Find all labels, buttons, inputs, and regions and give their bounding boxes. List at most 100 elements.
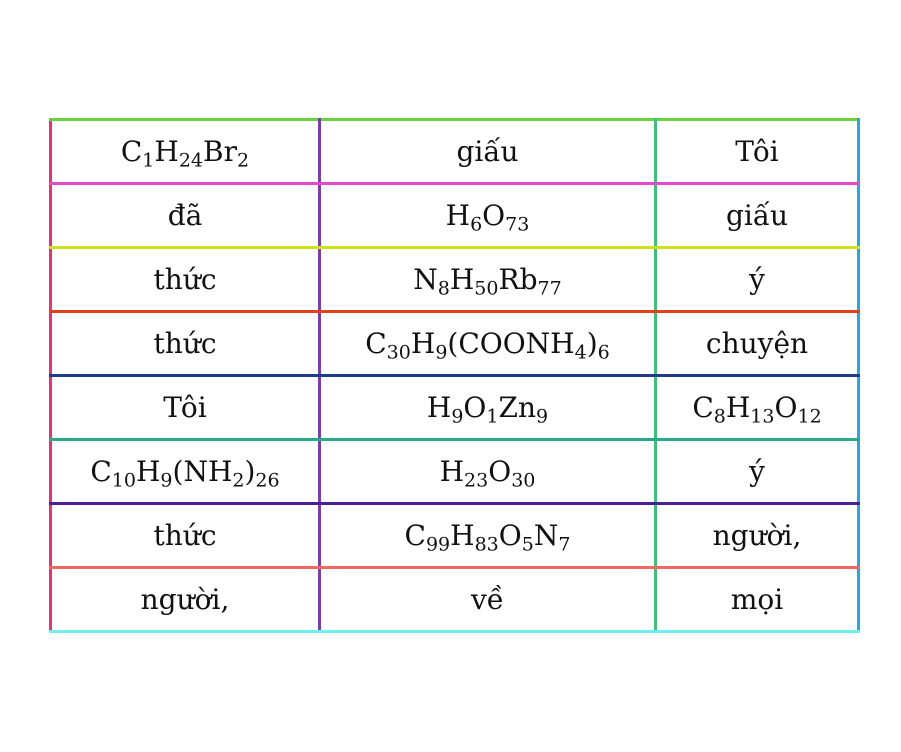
cell-subscript: 12 (797, 405, 822, 428)
table-cell: chuyện (654, 311, 860, 377)
table-cell: thức (49, 503, 321, 569)
cell-subscript: 73 (505, 213, 530, 236)
table-cell: người, (654, 503, 860, 569)
table-cell: ý (654, 439, 860, 505)
cell-subscript: 23 (464, 469, 489, 492)
cell-text: H (445, 199, 471, 232)
cell-text: O (774, 391, 798, 424)
cell-text: C (404, 519, 426, 552)
table-cell: C8H13O12 (654, 375, 860, 441)
table-cell: H9O1Zn9 (318, 375, 657, 441)
table-cell: H23O30 (318, 439, 657, 505)
cell-text: C (365, 327, 387, 360)
cell-subscript: 26 (255, 469, 280, 492)
cell-text: người, (140, 583, 230, 616)
cell-text: ) (586, 327, 598, 360)
table-cell: Tôi (654, 118, 860, 185)
table-cell: C10H9(NH2)26 (49, 439, 321, 505)
cell-text: N (533, 519, 559, 552)
cell-subscript: 9 (451, 405, 464, 428)
cell-text: về (470, 583, 505, 616)
cell-subscript: 9 (160, 469, 173, 492)
cell-subscript: 13 (750, 405, 775, 428)
cell-text: Tôi (163, 391, 207, 424)
cell-text: ) (244, 455, 256, 488)
table-cell: giấu (654, 183, 860, 249)
cell-subscript: 30 (386, 341, 411, 364)
cell-subscript: 6 (470, 213, 483, 236)
cell-subscript: 8 (713, 405, 726, 428)
cell-text: H (725, 391, 751, 424)
cell-text: mọi (730, 583, 784, 616)
cell-text: Rb (498, 263, 538, 296)
cell-text: ý (749, 263, 765, 296)
cell-text: C (90, 455, 112, 488)
cell-text: giấu (456, 135, 519, 168)
cell-text: C (692, 391, 714, 424)
table-cell: N8H50Rb77 (318, 247, 657, 313)
cell-text: O (498, 519, 522, 552)
cell-text: O (482, 199, 506, 232)
cell-text: C (120, 135, 143, 168)
cell-text: H (154, 135, 179, 168)
cell-text: ý (749, 455, 765, 488)
table-row: thức C99H83O5N7 người, (49, 503, 860, 569)
cell-text: H (439, 455, 464, 488)
table-row: thức N8H50Rb77 ý (49, 247, 860, 313)
cell-text: giấu (725, 199, 789, 232)
cell-text: H (450, 519, 475, 552)
cell-text: H (426, 391, 452, 424)
cell-subscript: 2 (237, 149, 250, 172)
cell-subscript: 4 (574, 341, 587, 364)
cell-text: thức (153, 327, 217, 360)
cell-subscript: 50 (474, 277, 499, 300)
cell-subscript: 6 (597, 341, 610, 364)
table-cell: ý (654, 247, 860, 313)
cell-text: thức (153, 263, 217, 296)
cell-subscript: 30 (511, 469, 536, 492)
cell-subscript: 83 (474, 533, 499, 556)
cell-text: thức (153, 519, 217, 552)
cell-text: H (136, 455, 161, 488)
table-row: người, về mọi (49, 567, 860, 633)
table-cell: đã (49, 183, 321, 249)
table-cell: C99H83O5N7 (318, 503, 657, 569)
table-cell: thức (49, 247, 321, 313)
table-cell: Tôi (49, 375, 321, 441)
cell-subscript: 9 (435, 341, 448, 364)
cell-subscript: 99 (425, 533, 451, 556)
table-cell: người, (49, 567, 321, 633)
cell-subscript: 24 (178, 149, 204, 172)
table-row: đã H6O73 giấu (49, 183, 860, 249)
cell-text: người, (712, 519, 802, 552)
table-cell: thức (49, 311, 321, 377)
cell-text: Zn (498, 391, 537, 424)
cell-subscript: 8 (437, 277, 450, 300)
cell-text: đã (167, 199, 203, 232)
cell-text: (COONH (447, 327, 575, 360)
cell-text: N (413, 263, 438, 296)
cell-subscript: 10 (111, 469, 136, 492)
table-cell: C30H9(COONH4)6 (318, 311, 657, 377)
cell-text: H (410, 327, 436, 360)
cell-text: O (463, 391, 487, 424)
table-row: C1H24Br2 giấu Tôi (49, 118, 860, 185)
cell-text: H (449, 263, 475, 296)
table-row: thức C30H9(COONH4)6 chuyện (49, 311, 860, 377)
cell-text: Br (203, 135, 238, 168)
cell-subscript: 2 (232, 469, 245, 492)
cell-subscript: 9 (536, 405, 549, 428)
cell-text: O (488, 455, 512, 488)
table-cell: mọi (654, 567, 860, 633)
cell-subscript: 5 (521, 533, 534, 556)
cell-text: (NH (172, 455, 233, 488)
cell-subscript: 7 (558, 533, 571, 556)
table-cell: H6O73 (318, 183, 657, 249)
cell-subscript: 1 (142, 149, 155, 172)
cell-text: chuyện (705, 327, 809, 360)
table-cell: C1H24Br2 (49, 118, 321, 185)
cell-text: Tôi (735, 135, 779, 168)
